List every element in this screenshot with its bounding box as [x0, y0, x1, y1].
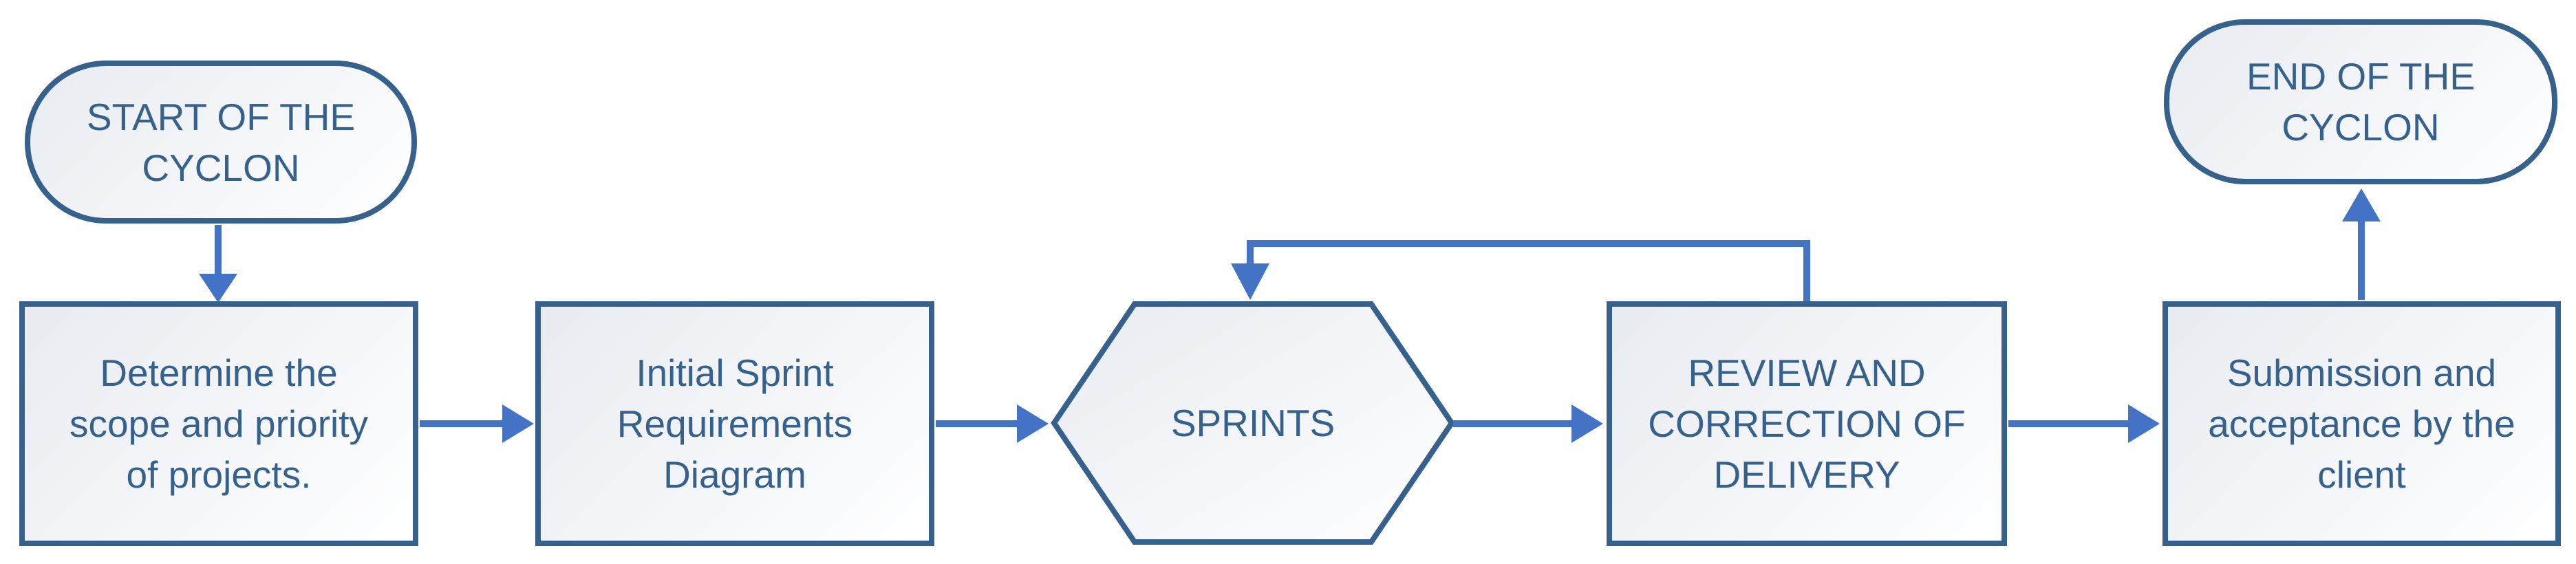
node-start-terminator: START OF THE CYCLON [25, 61, 417, 224]
node-start-label: START OF THE CYCLON [86, 95, 356, 189]
node-determine-label: Determine the scope and priority of proj… [69, 351, 369, 496]
node-end-label: END OF THE CYCLON [2246, 55, 2476, 149]
arrow-submission-to-end [2342, 188, 2381, 300]
node-sprints-hexagon [1051, 301, 1455, 545]
arrow-determine-to-initial [420, 404, 534, 443]
node-sprints-label-wrap: SPRINTS [1054, 301, 1452, 545]
arrow-review-to-submission [2008, 404, 2160, 443]
node-submission-label: Submission and acceptance by the client [2208, 351, 2515, 496]
node-determine-process: Determine the scope and priority of proj… [19, 301, 418, 546]
arrow-initial-to-sprints [936, 404, 1049, 443]
node-review-process: REVIEW AND CORRECTION OF DELIVERY [1607, 301, 2007, 546]
node-submission-process: Submission and acceptance by the client [2162, 301, 2561, 546]
node-sprints-label: SPRINTS [1170, 402, 1335, 444]
arrow-sprints-to-review [1453, 404, 1603, 443]
node-initial-process: Initial Sprint Requirements Diagram [535, 301, 934, 546]
node-initial-label: Initial Sprint Requirements Diagram [616, 351, 853, 496]
arrow-review-to-sprints-loop [1231, 240, 1810, 306]
node-end-terminator: END OF THE CYCLON [2164, 19, 2557, 184]
node-review-label: REVIEW AND CORRECTION OF DELIVERY [1648, 351, 1966, 496]
arrow-start-to-determine [199, 225, 237, 303]
